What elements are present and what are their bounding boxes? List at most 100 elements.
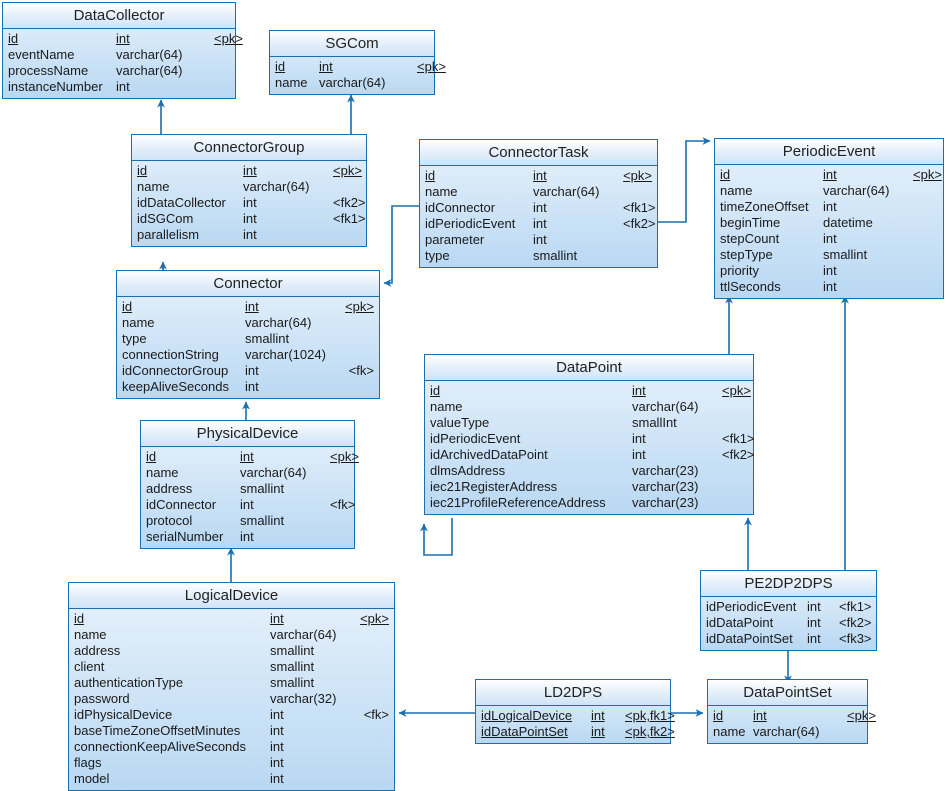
column-type: int — [823, 279, 837, 294]
column-key: <pk> — [847, 708, 876, 723]
column-key: <fk> — [330, 497, 356, 512]
column-type: int — [533, 216, 547, 231]
entity-title: Connector — [117, 271, 379, 297]
column-key — [646, 248, 652, 264]
column-type: varchar(23) — [632, 479, 699, 494]
column-name: idConnector — [146, 497, 217, 512]
column-name: id — [430, 383, 441, 398]
column-name: ttlSeconds — [720, 279, 781, 294]
entity-title: ConnectorGroup — [132, 135, 366, 161]
column-name: serialNumber — [146, 529, 224, 544]
column-name: idConnector — [425, 200, 496, 215]
column-name: beginTime — [720, 215, 781, 230]
column-type: int — [753, 708, 767, 723]
column-key: <fk1> — [722, 431, 755, 446]
column-type: int — [243, 163, 257, 178]
column-type: smallint — [533, 248, 578, 263]
column-key — [224, 63, 230, 79]
column-name: model — [74, 771, 110, 786]
column-name: name — [137, 179, 170, 194]
column-key — [368, 379, 374, 395]
column-key: <pk> — [214, 31, 243, 46]
column-type: int — [245, 379, 259, 394]
column-key: <pk> — [360, 611, 389, 626]
column-name: idDataPointSet — [706, 631, 793, 646]
column-type: int — [632, 447, 646, 462]
column-key — [383, 627, 389, 643]
entity-title: LogicalDevice — [69, 583, 394, 609]
column-key: <pk> — [623, 168, 652, 183]
column-type: int — [533, 200, 547, 215]
column-key — [932, 215, 938, 231]
column-type: int — [807, 615, 821, 630]
column-key — [646, 184, 652, 200]
entity-title: DataPoint — [425, 355, 753, 381]
column-name: stepCount — [720, 231, 780, 246]
column-key — [383, 755, 389, 771]
column-key — [383, 739, 389, 755]
column-name: id — [74, 611, 85, 626]
column-type: varchar(64) — [270, 627, 337, 642]
column-type: datetime — [823, 215, 873, 230]
column-name: baseTimeZoneOffsetMinutes — [74, 723, 241, 738]
column-type: varchar(64) — [245, 315, 312, 330]
column-key — [224, 47, 230, 63]
column-key — [383, 771, 389, 787]
column-type: int — [270, 739, 284, 754]
column-name: processName — [8, 63, 89, 78]
column-key — [383, 691, 389, 707]
column-key — [343, 529, 349, 545]
column-name: keepAliveSeconds — [122, 379, 229, 394]
column-key — [932, 183, 938, 199]
column-name: client — [74, 659, 105, 674]
column-type: int — [116, 31, 130, 46]
column-name: id — [122, 299, 133, 314]
column-key — [646, 232, 652, 248]
column-type: int — [319, 59, 333, 74]
column-name: name — [275, 75, 308, 90]
column-name: eventName — [8, 47, 75, 62]
column-type: int — [243, 211, 257, 226]
column-name: idConnectorGroup — [122, 363, 229, 378]
column-name: dlmsAddress — [430, 463, 506, 478]
column-name: connectionString — [122, 347, 219, 362]
link-connectortask-connector — [383, 205, 419, 287]
column-name: timeZoneOffset — [720, 199, 809, 214]
column-type: int — [243, 227, 257, 242]
column-key — [932, 279, 938, 295]
column-name: idArchivedDataPoint — [430, 447, 548, 462]
entity-title: PeriodicEvent — [715, 139, 943, 165]
column-name: idPeriodicEvent — [706, 599, 797, 614]
